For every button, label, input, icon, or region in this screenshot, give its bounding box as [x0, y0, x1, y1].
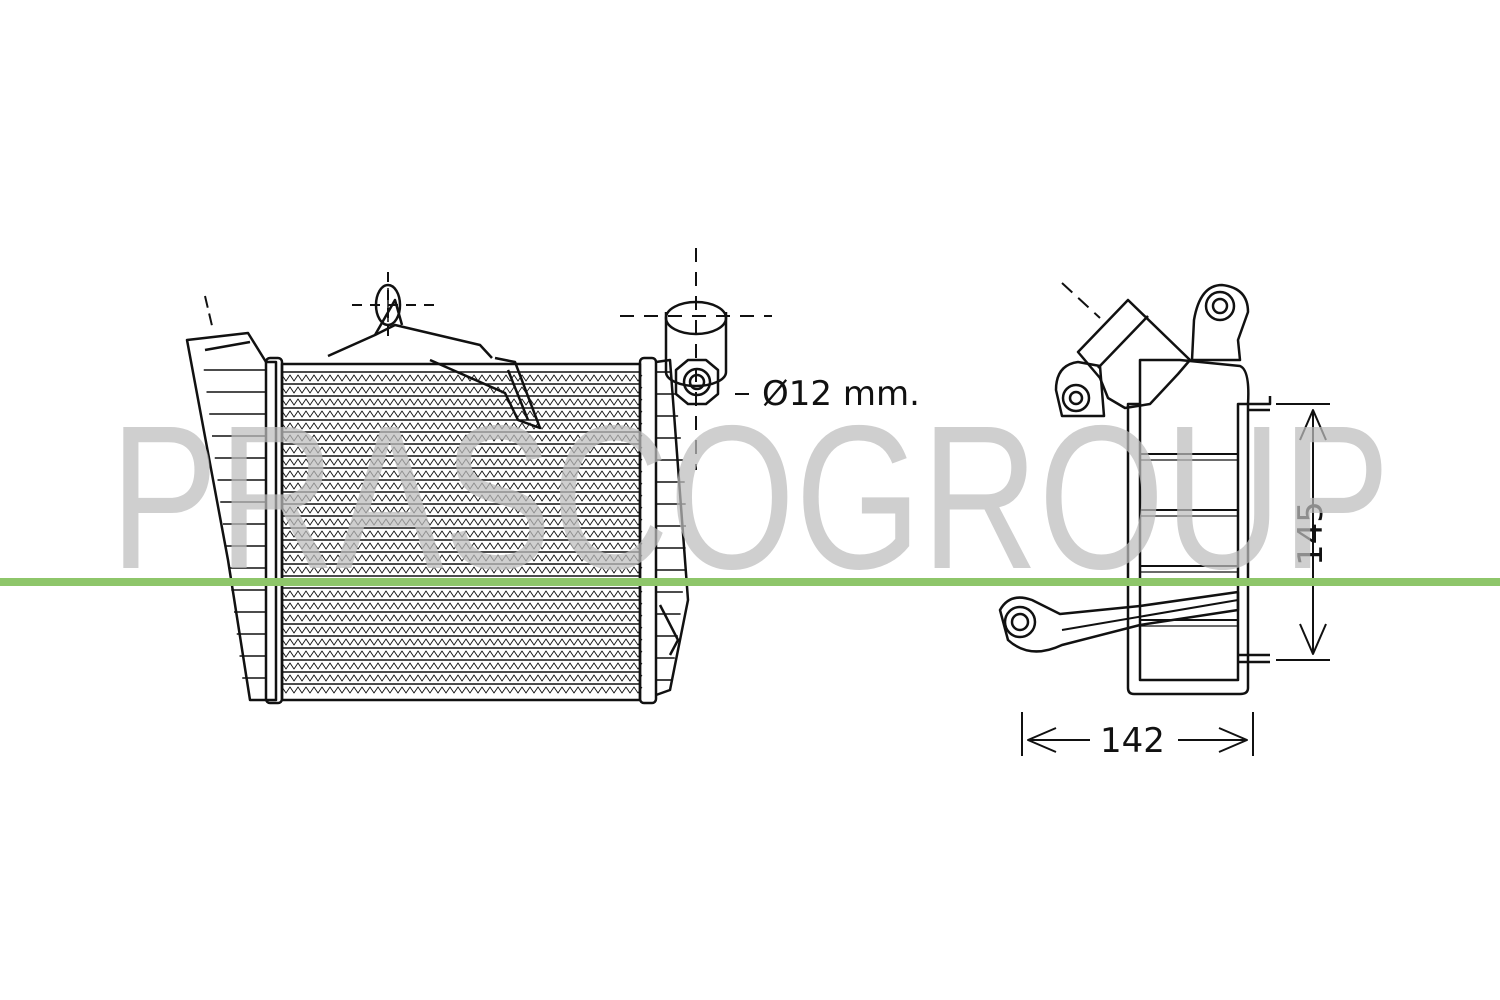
- fin-row: [281, 626, 643, 634]
- fin-row: [281, 638, 643, 646]
- intercooler-front-view: [185, 248, 772, 705]
- left-header-plate: [264, 356, 284, 705]
- top-bracket: [327, 323, 493, 359]
- fin-row: [281, 578, 643, 586]
- fin-row: [281, 590, 643, 598]
- sensor-fitting: [674, 358, 720, 406]
- right-tank-ribs: [656, 371, 686, 681]
- left-tank-ribs: [203, 369, 266, 679]
- fin-row: [281, 446, 643, 454]
- inlet-elbow: [1076, 298, 1192, 410]
- width-dimension: [1021, 712, 1254, 756]
- fin-row: [281, 422, 643, 430]
- diameter-label: Ø12 mm.: [762, 374, 920, 414]
- fin-row: [281, 374, 643, 382]
- fin-row: [281, 434, 643, 442]
- width-label: 142: [1100, 721, 1165, 761]
- left-end-tank: [185, 331, 278, 702]
- upper-mount-ear: [1190, 283, 1250, 362]
- fin-row: [281, 494, 643, 502]
- fin-row: [281, 518, 643, 526]
- height-label: 145: [1291, 501, 1331, 566]
- fin-row: [281, 650, 643, 658]
- left-mount-ear: [1054, 360, 1106, 418]
- side-body: [1126, 402, 1250, 696]
- fin-row: [281, 386, 643, 394]
- intercooler-side-view: [998, 282, 1330, 756]
- height-dimension: [1276, 403, 1330, 661]
- fin-row: [281, 470, 643, 478]
- fin-row: [281, 674, 643, 682]
- fin-row: [281, 458, 643, 466]
- side-core-bars: [1140, 453, 1238, 627]
- fin-row: [281, 554, 643, 562]
- right-end-tank: [655, 358, 690, 697]
- fin-row: [281, 662, 643, 670]
- fin-row: [281, 566, 643, 574]
- core-fins: [281, 371, 643, 694]
- fin-row: [281, 530, 643, 538]
- fin-row: [281, 686, 643, 694]
- fin-row: [281, 506, 643, 514]
- right-header-plate: [638, 356, 658, 705]
- outlet-pipe: [664, 312, 728, 388]
- fin-row: [281, 398, 643, 406]
- fin-row: [281, 482, 643, 490]
- fin-row: [281, 614, 643, 622]
- fin-row: [281, 410, 643, 418]
- fin-row: [281, 542, 643, 550]
- fin-row: [281, 602, 643, 610]
